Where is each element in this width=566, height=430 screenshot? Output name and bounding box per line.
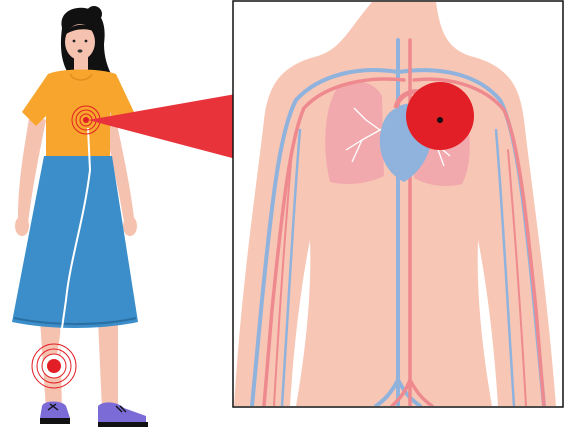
right-shoe-sole bbox=[98, 422, 148, 427]
eye-right bbox=[85, 40, 88, 43]
hair-bun bbox=[86, 6, 102, 22]
clot-highlight-icon bbox=[406, 82, 474, 150]
left-shoe-sole bbox=[40, 418, 70, 424]
eye-left bbox=[73, 40, 76, 43]
mouth bbox=[78, 49, 83, 52]
woman-figure bbox=[12, 6, 148, 427]
anatomy-panel bbox=[233, 1, 563, 407]
right-hand bbox=[123, 216, 137, 236]
left-hand bbox=[15, 216, 29, 236]
right-shoe bbox=[98, 402, 146, 422]
right-leg bbox=[98, 320, 118, 410]
